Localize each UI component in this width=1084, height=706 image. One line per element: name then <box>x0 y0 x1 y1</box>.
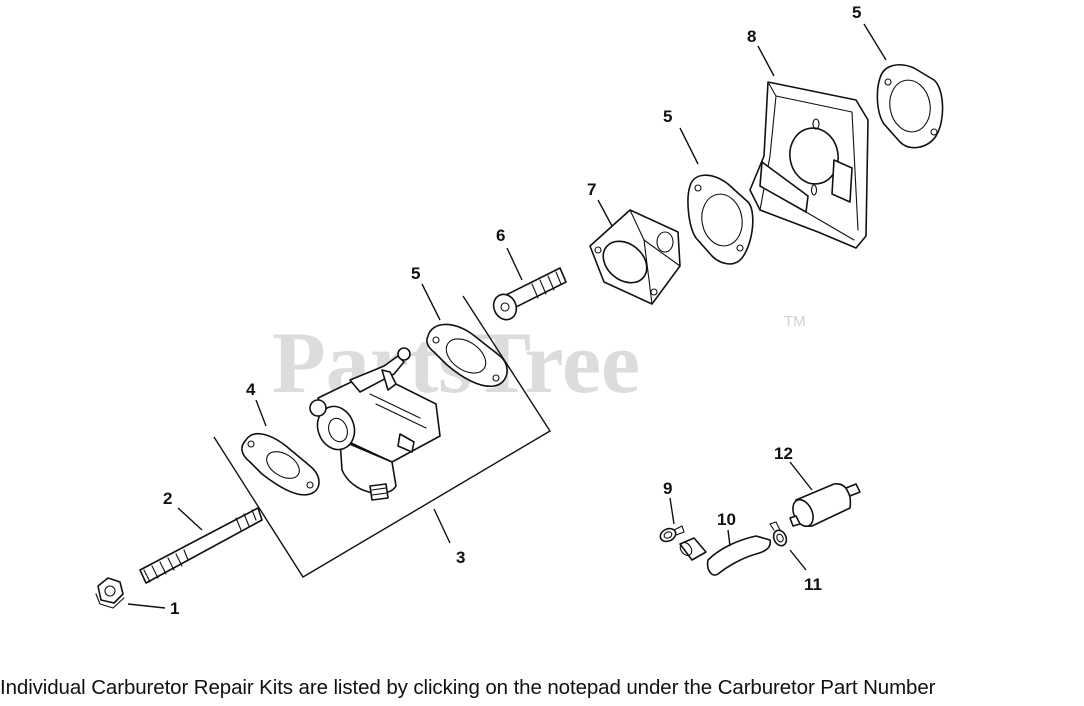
callout-1[interactable]: 1 <box>170 599 179 618</box>
fuel-filter-part[interactable] <box>789 483 861 530</box>
leader-9 <box>669 497 675 525</box>
callout-5-middle[interactable]: 5 <box>663 107 672 126</box>
leader-7 <box>597 199 613 227</box>
watermark-trademark: TM <box>784 313 806 330</box>
clamp-right-part[interactable] <box>769 521 789 548</box>
fuel-line-part[interactable] <box>678 535 772 576</box>
leader-6 <box>506 247 523 281</box>
nut-part[interactable] <box>95 577 125 609</box>
footer-note: Individual Carburetor Repair Kits are li… <box>0 676 936 699</box>
leader-5-middle <box>679 127 699 165</box>
leader-3 <box>433 508 451 544</box>
leader-10 <box>727 529 731 547</box>
callout-10[interactable]: 10 <box>717 510 736 529</box>
callout-2[interactable]: 2 <box>163 489 172 508</box>
leader-1 <box>127 603 166 609</box>
stud-part[interactable] <box>139 507 263 584</box>
spacer-part[interactable] <box>589 209 681 305</box>
screw-part[interactable] <box>490 267 567 323</box>
leader-5-lower <box>421 283 441 321</box>
gasket-upper-part[interactable] <box>876 64 944 149</box>
leader-8 <box>757 45 775 77</box>
callout-8[interactable]: 8 <box>747 27 756 46</box>
leader-2 <box>177 507 203 531</box>
callout-5-upper[interactable]: 5 <box>852 3 861 22</box>
clamp-left-part[interactable] <box>658 525 685 544</box>
gasket-lower-part[interactable] <box>426 323 508 388</box>
leader-5-upper <box>863 23 887 61</box>
callout-6[interactable]: 6 <box>496 226 505 245</box>
leader-11 <box>789 549 807 571</box>
callout-labels: 1 2 3 4 5 6 7 5 8 5 9 10 11 12 <box>163 3 861 618</box>
callout-12[interactable]: 12 <box>774 444 793 463</box>
leader-lines <box>127 23 887 609</box>
callout-3[interactable]: 3 <box>456 548 465 567</box>
callout-11[interactable]: 11 <box>804 575 822 594</box>
gasket-middle-part[interactable] <box>687 174 754 265</box>
callout-5-lower[interactable]: 5 <box>411 264 420 283</box>
callout-4[interactable]: 4 <box>246 380 256 399</box>
carburetor-body[interactable] <box>309 347 441 501</box>
carburetor-gasket-part[interactable] <box>241 433 320 496</box>
air-cleaner-base-part[interactable] <box>749 81 869 249</box>
leader-4 <box>255 399 267 427</box>
callout-7[interactable]: 7 <box>587 180 596 199</box>
leader-12 <box>789 461 813 491</box>
callout-9[interactable]: 9 <box>663 479 672 498</box>
